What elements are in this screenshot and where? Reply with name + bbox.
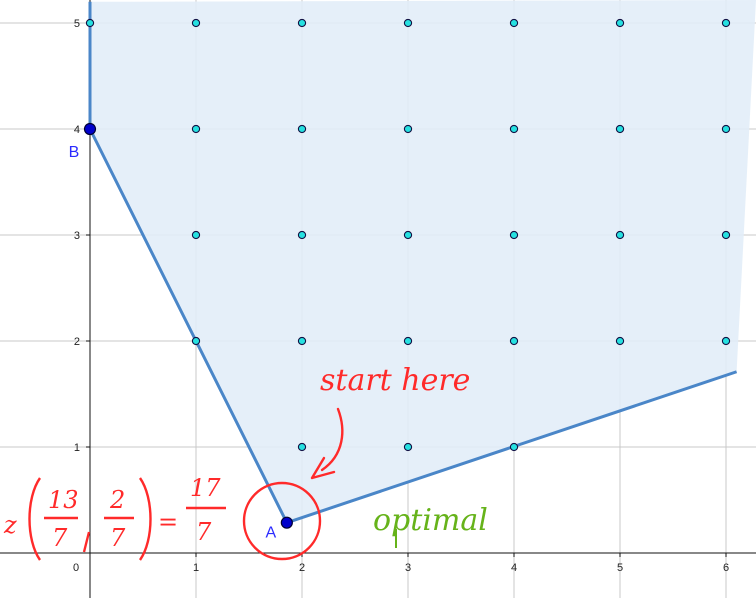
lattice-point — [509, 336, 519, 346]
vertex-b[interactable] — [83, 122, 97, 136]
lattice-point — [403, 442, 413, 452]
y-tick-label: 4 — [74, 124, 80, 136]
lattice-point — [191, 336, 201, 346]
y-tick-label: 5 — [74, 18, 80, 30]
tick-labels: 0 1 2 3 4 5 6 1 2 3 4 5 — [73, 18, 729, 574]
optimal-note: optimal — [373, 503, 488, 538]
y-tick-label: 1 — [74, 442, 80, 454]
vertex-a-circle — [242, 481, 322, 561]
frac1-numerator: 13 — [48, 486, 79, 514]
left-paren — [28, 477, 42, 561]
result-numerator: 17 — [190, 474, 221, 502]
lattice-point — [403, 336, 413, 346]
lattice-point — [615, 230, 625, 240]
lattice-point — [509, 230, 519, 240]
lattice-point — [721, 230, 731, 240]
lattice-point — [721, 336, 731, 346]
lattice-point — [297, 124, 307, 134]
x-tick-label: 5 — [617, 562, 623, 574]
y-tick-label: 3 — [74, 230, 80, 242]
frac2-numerator: 2 — [109, 486, 125, 514]
frac2-denominator: 7 — [110, 524, 126, 552]
lattice-point — [191, 124, 201, 134]
lattice-point — [297, 336, 307, 346]
result-denominator: 7 — [196, 518, 212, 546]
lattice-points — [85, 18, 731, 452]
lattice-point — [85, 18, 95, 28]
equals-sign: = — [158, 508, 178, 536]
lattice-point — [721, 18, 731, 28]
lattice-point — [721, 124, 731, 134]
vertex-a[interactable] — [280, 516, 293, 529]
y-tick-label: 2 — [74, 336, 80, 348]
lattice-point — [297, 230, 307, 240]
lattice-point — [191, 18, 201, 28]
start-arrow-head — [310, 456, 336, 480]
comma — [82, 531, 91, 553]
lattice-point — [297, 442, 307, 452]
vertex-label-b: B — [69, 144, 80, 161]
handwritten-annotations: start here optimal z 13 7 2 7 = 17 7 — [3, 363, 488, 561]
lattice-point — [615, 336, 625, 346]
lattice-point — [403, 124, 413, 134]
lattice-point — [509, 18, 519, 28]
lattice-point — [297, 18, 307, 28]
x-tick-label: 3 — [405, 562, 411, 574]
lattice-point — [403, 230, 413, 240]
x-tick-label: 2 — [299, 562, 305, 574]
right-paren — [138, 477, 152, 561]
lattice-point — [403, 18, 413, 28]
vertex-label-a: A — [266, 525, 277, 542]
objective-z: z — [3, 511, 17, 539]
frac1-denominator: 7 — [52, 524, 68, 552]
lattice-point — [615, 124, 625, 134]
lattice-point — [509, 124, 519, 134]
x-tick-label: 1 — [193, 562, 199, 574]
lattice-point — [509, 442, 519, 452]
lattice-point — [191, 230, 201, 240]
x-tick-label: 4 — [511, 562, 517, 574]
start-here-note: start here — [320, 363, 470, 398]
start-arrow-shaft — [320, 407, 344, 472]
lattice-point — [615, 18, 625, 28]
x-tick-label: 6 — [723, 562, 729, 574]
vertices: AB — [69, 122, 293, 542]
x-tick-label: 0 — [73, 562, 79, 574]
feasible-region — [90, 0, 756, 523]
